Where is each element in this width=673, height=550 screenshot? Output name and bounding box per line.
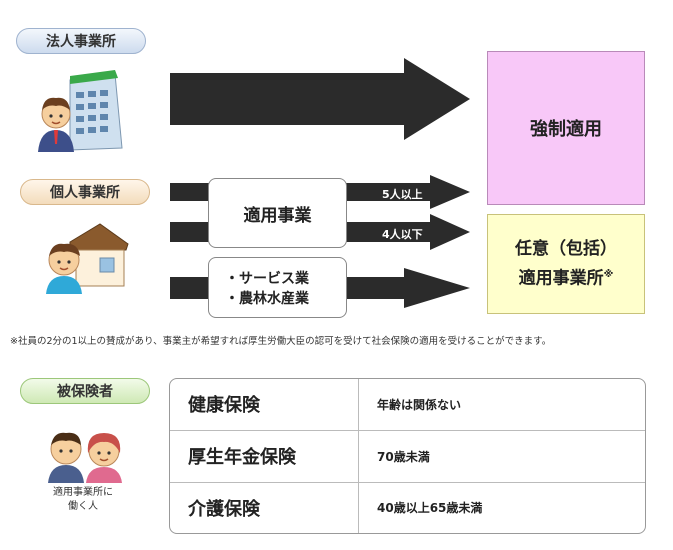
insured-caption-line2: 働く人	[68, 501, 98, 512]
applicable-business-box: 適用事業	[208, 178, 347, 248]
voluntary-line1: 任意（包括）	[515, 239, 617, 260]
office-building-icon	[38, 70, 123, 152]
workers-icon	[48, 432, 122, 483]
voluntary-application-box: 任意（包括） 適用事業所※	[487, 214, 645, 314]
excluded-business-box: ・サービス業 ・農林水産業	[208, 257, 347, 318]
excluded-service: ・サービス業	[225, 270, 309, 287]
voluntary-note-mark: ※	[603, 269, 614, 281]
insurance-name: 健康保険	[170, 379, 359, 431]
insured-caption: 適用事業所に 働く人	[38, 486, 128, 514]
insurance-name: 介護保険	[170, 482, 359, 533]
corporate-arrow	[170, 58, 470, 140]
five-or-more-label: 5人以上	[382, 188, 423, 201]
individual-label: 個人事業所	[20, 179, 150, 205]
corporate-label: 法人事業所	[16, 28, 146, 54]
insurance-name: 厚生年金保険	[170, 430, 359, 483]
four-or-less-label: 4人以下	[382, 228, 423, 241]
insured-caption-line1: 適用事業所に	[53, 487, 113, 498]
insurance-condition: 40歳以上65歳未満	[377, 501, 483, 516]
mandatory-application-box: 強制適用	[487, 51, 645, 205]
insurance-table: 健康保険 年齢は関係ない 厚生年金保険 70歳未満 介護保険 40歳以上65歳未…	[169, 378, 646, 534]
house-icon	[46, 223, 129, 294]
voluntary-line2: 適用事業所※	[518, 268, 614, 289]
footnote: ※社員の2分の1以上の賛成があり、事業主が希望すれば厚生労働大臣の認可を受けて社…	[10, 336, 552, 347]
excluded-agriculture: ・農林水産業	[225, 290, 309, 307]
table-row: 厚生年金保険 70歳未満	[170, 430, 645, 483]
table-row: 介護保険 40歳以上65歳未満	[170, 482, 645, 533]
insured-label: 被保険者	[20, 378, 150, 404]
insurance-condition: 年齢は関係ない	[359, 379, 645, 431]
table-row: 健康保険 年齢は関係ない	[170, 379, 645, 431]
insurance-condition: 70歳未満	[359, 431, 645, 483]
